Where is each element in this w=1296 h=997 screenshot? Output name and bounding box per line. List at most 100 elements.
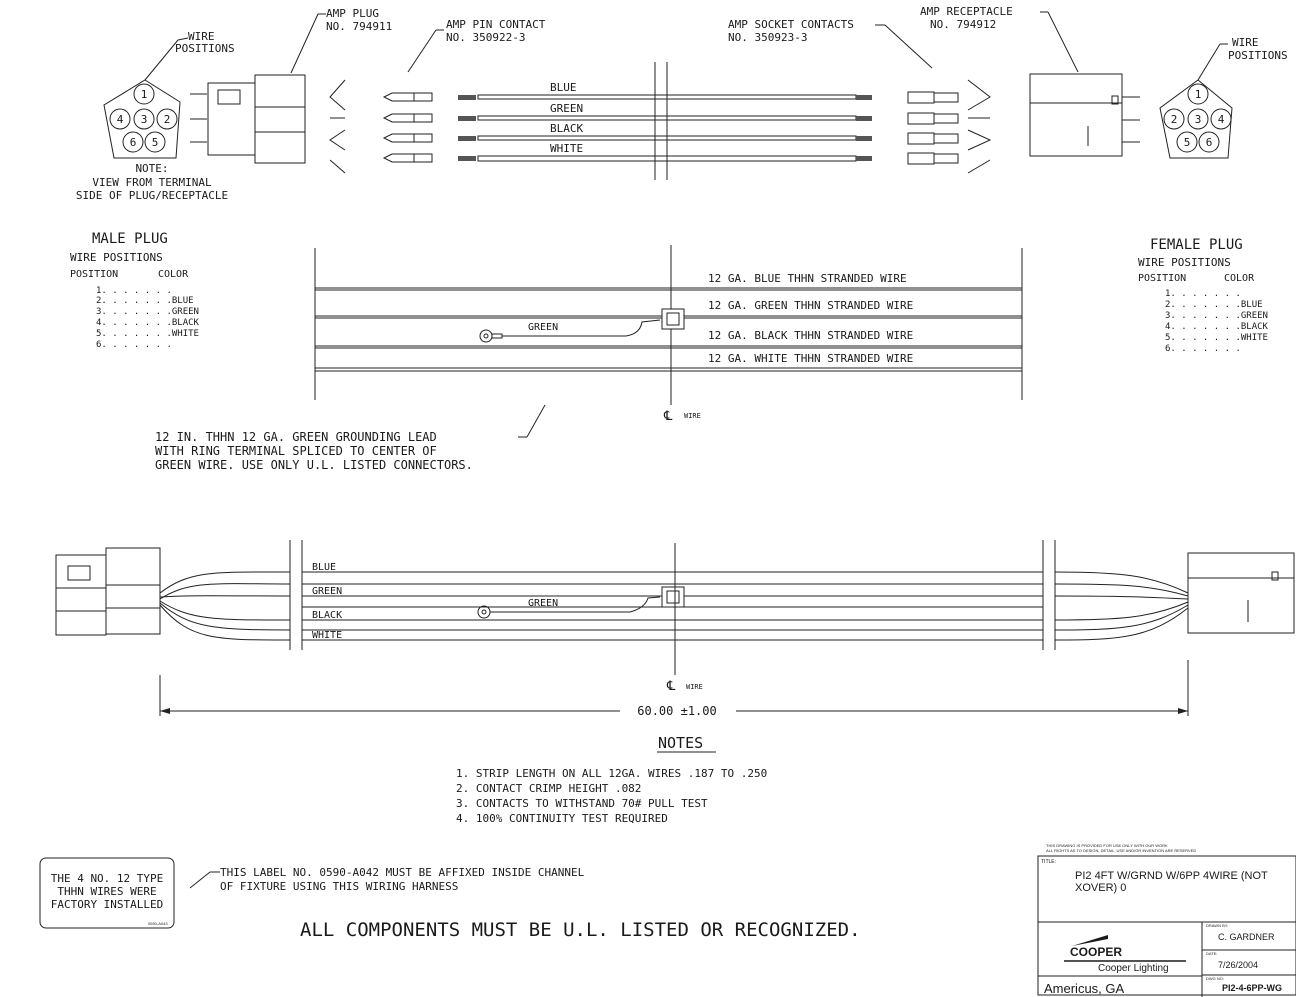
note-item: 1. STRIP LENGTH ON ALL 12GA. WIRES .187 … xyxy=(456,767,767,780)
pin-label: 4 xyxy=(1218,113,1225,126)
label-line: FACTORY INSTALLED xyxy=(51,898,164,911)
position-row: 5. . . . . . .WHITE xyxy=(96,329,199,339)
drawn-by-label: DRAWN BY: xyxy=(1206,923,1228,928)
pin-label: 2 xyxy=(164,113,171,126)
position-row: 3. . . . . . .GREEN xyxy=(1165,311,1268,321)
wire-color-label: BLACK xyxy=(550,122,583,135)
wire-positions-label: WIRE xyxy=(1232,36,1259,49)
label-callout: THIS LABEL NO. 0590-A042 MUST BE AFFIXED… xyxy=(220,866,585,879)
col-color: COLOR xyxy=(158,269,189,280)
female-connector-face: 1 2 3 4 5 6 xyxy=(1159,79,1233,159)
notes-block: NOTES 1. STRIP LENGTH ON ALL 12GA. WIRES… xyxy=(456,734,767,825)
note-label: VIEW FROM TERMINAL xyxy=(92,176,212,189)
pin-label: 2 xyxy=(1171,113,1178,126)
wire-spec: 12 GA. BLUE THHN STRANDED WIRE xyxy=(708,272,907,285)
disclaimer: ALL RIGHTS AS TO DESIGN, DETAIL, USE AND… xyxy=(1046,848,1196,853)
mid-wire-diagram: 12 GA. BLUE THHN STRANDED WIRE 12 GA. GR… xyxy=(155,245,1023,472)
pin-label: 5 xyxy=(152,136,159,149)
dimension-label: 60.00 ±1.00 xyxy=(637,704,716,718)
wire-positions-label: WIRE xyxy=(188,30,215,43)
ground-label: GREEN xyxy=(528,598,558,609)
pin-label: 6 xyxy=(1206,136,1213,149)
drawing-date: 7/26/2004 xyxy=(1218,960,1258,970)
female-plug-subtitle: WIRE POSITIONS xyxy=(1138,256,1231,269)
position-row: 2. . . . . . .BLUE xyxy=(1165,300,1263,310)
cooper-logo: COOPER xyxy=(1064,935,1186,962)
position-row: 4. . . . . . .BLACK xyxy=(1165,322,1269,332)
male-plug-title: MALE PLUG xyxy=(92,231,168,247)
date-label: DATE: xyxy=(1206,951,1217,956)
amp-receptacle-label: AMP RECEPTACLE xyxy=(920,5,1013,18)
lead-note: WITH RING TERMINAL SPLICED TO CENTER OF xyxy=(155,444,437,458)
col-position: POSITION xyxy=(1138,273,1186,284)
label-line: THHN WIRES WERE xyxy=(57,885,156,898)
centerline-symbol: ℄ xyxy=(663,409,673,424)
socket-contacts xyxy=(856,91,959,165)
disclaimer: THIS DRAWING IS PROVIDED FOR USE ONLY WI… xyxy=(1046,843,1168,848)
harness-wire-label: GREEN xyxy=(312,586,342,597)
wire-color-label: BLUE xyxy=(550,81,577,94)
label-callout: OF FIXTURE USING THIS WIRING HARNESS xyxy=(220,880,458,893)
note-label: SIDE OF PLUG/RECEPTACLE xyxy=(76,189,228,202)
top-wires: BLUE GREEN BLACK WHITE xyxy=(477,62,857,180)
title-label: TITLE: xyxy=(1041,859,1056,865)
drawn-by: C. GARDNER xyxy=(1218,932,1275,942)
harness-wire-label: BLUE xyxy=(312,562,336,573)
label-line: THE 4 NO. 12 TYPE xyxy=(51,872,164,885)
centerline-symbol: ℄ xyxy=(666,679,676,694)
ground-label: GREEN xyxy=(528,322,558,333)
position-row: 3. . . . . . .GREEN xyxy=(96,307,199,317)
pin-label: 4 xyxy=(117,113,124,126)
amp-plug-label: NO. 794911 xyxy=(326,20,392,33)
position-row: 4. . . . . . .BLACK xyxy=(96,318,200,328)
centerline-word: WIRE xyxy=(684,412,701,420)
amp-socket-label: NO. 350923-3 xyxy=(728,31,807,44)
wire-spec: 12 GA. BLACK THHN STRANDED WIRE xyxy=(708,329,913,342)
main-notice: ALL COMPONENTS MUST BE U.L. LISTED OR RE… xyxy=(300,919,861,941)
amp-pin-label: NO. 350922-3 xyxy=(446,31,525,44)
male-connector-face: 1 4 3 2 6 5 xyxy=(103,79,181,159)
amp-socket-label: AMP SOCKET CONTACTS xyxy=(728,18,854,31)
pin-label: 6 xyxy=(130,136,137,149)
harness-assembly: BLUE GREEN BLACK WHITE GREEN ℄ WIRE xyxy=(55,540,1295,718)
position-row: 1. . . . . . . xyxy=(96,286,172,296)
pin-label: 1 xyxy=(1195,88,1202,101)
lead-note: GREEN WIRE. USE ONLY U.L. LISTED CONNECT… xyxy=(155,458,473,472)
col-color: COLOR xyxy=(1224,273,1255,284)
drawing-title: PI2 4FT W/GRND W/6PP 4WIRE (NOT xyxy=(1075,870,1268,882)
harness-wire-label: WHITE xyxy=(312,630,342,641)
dwg-label: DWG NO: xyxy=(1206,976,1224,981)
position-row: 6. . . . . . . xyxy=(1165,344,1241,354)
pin-label: 1 xyxy=(141,88,148,101)
wire-spec: 12 GA. GREEN THHN STRANDED WIRE xyxy=(708,299,913,312)
note-label: NOTE: xyxy=(135,162,168,175)
position-row: 5. . . . . . .WHITE xyxy=(1165,333,1268,343)
note-item: 4. 100% CONTINUITY TEST REQUIRED xyxy=(456,812,668,825)
female-plug-title: FEMALE PLUG xyxy=(1150,237,1243,253)
amp-receptacle-label: NO. 794912 xyxy=(930,18,996,31)
location: Americus, GA xyxy=(1044,981,1125,996)
company-name: Cooper Lighting xyxy=(1098,963,1169,974)
note-item: 2. CONTACT CRIMP HEIGHT .082 xyxy=(456,782,641,795)
male-plug-table: MALE PLUG WIRE POSITIONS POSITION COLOR … xyxy=(70,231,200,350)
pin-contacts xyxy=(382,92,476,163)
pin-label: 3 xyxy=(1195,113,1202,126)
harness-wire-label: BLACK xyxy=(312,610,342,621)
wire-positions-label: POSITIONS xyxy=(175,42,235,55)
position-row: 2. . . . . . .BLUE xyxy=(96,296,194,306)
factory-label: THE 4 NO. 12 TYPE THHN WIRES WERE FACTOR… xyxy=(39,857,585,929)
amp-pin-label: AMP PIN CONTACT xyxy=(446,18,546,31)
female-plug-table: FEMALE PLUG WIRE POSITIONS POSITION COLO… xyxy=(1138,237,1269,354)
brand-name: COOPER xyxy=(1070,945,1122,959)
wire-color-label: GREEN xyxy=(550,102,583,115)
male-plug-subtitle: WIRE POSITIONS xyxy=(70,251,163,264)
drawing-title: XOVER) 0 xyxy=(1075,882,1126,894)
notes-title: NOTES xyxy=(658,734,703,752)
drawing-number: PI2-4-6PP-WG xyxy=(1222,983,1282,993)
amp-plug-label: AMP PLUG xyxy=(326,7,379,20)
title-block: THIS DRAWING IS PROVIDED FOR USE ONLY WI… xyxy=(1037,843,1296,997)
label-part-no: 0590-A043 xyxy=(148,921,168,926)
wire-spec: 12 GA. WHITE THHN STRANDED WIRE xyxy=(708,352,913,365)
